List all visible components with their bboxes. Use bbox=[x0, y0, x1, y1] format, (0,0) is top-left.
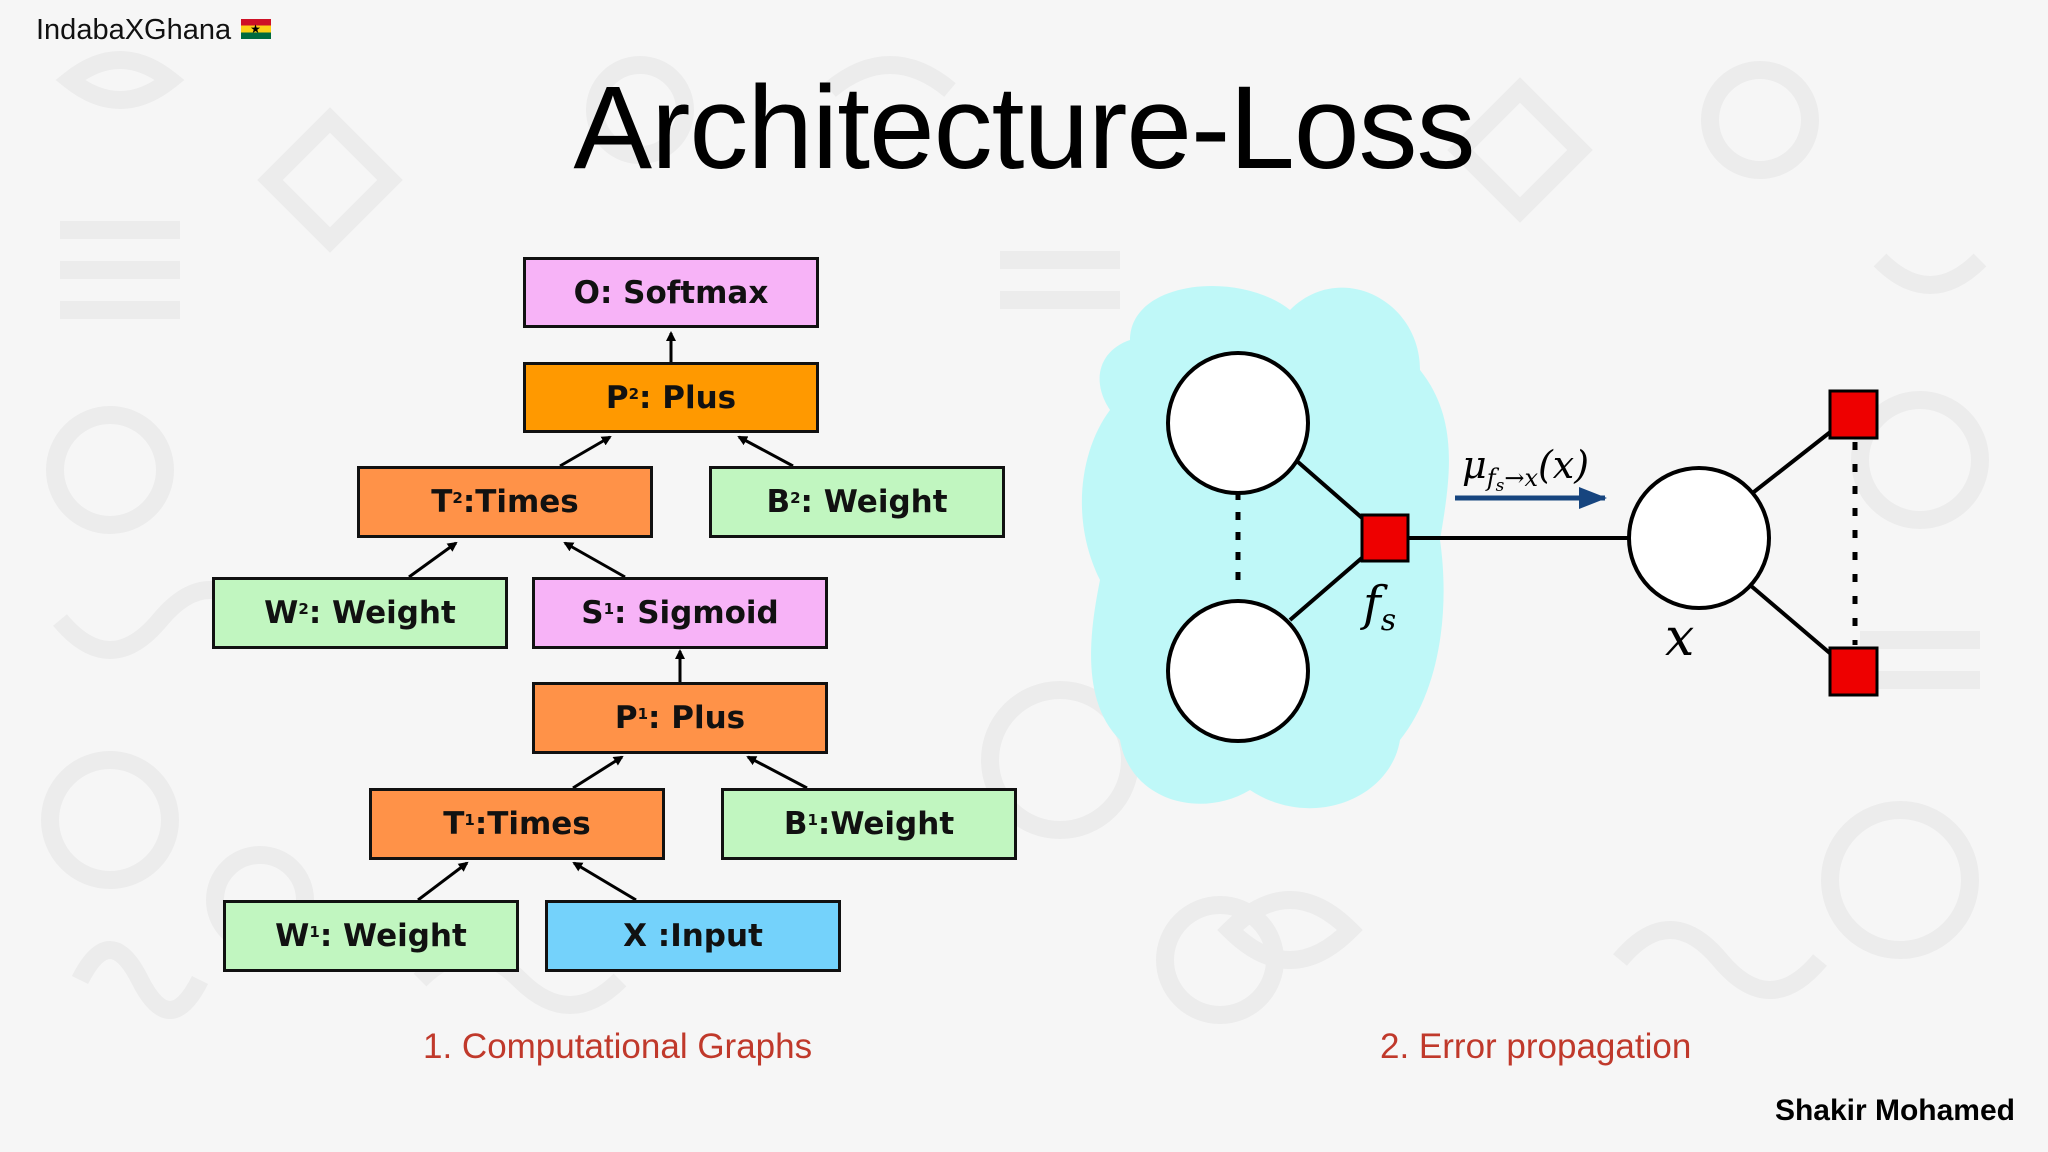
edge-b2-p2 bbox=[737, 435, 794, 468]
node-prefix: W bbox=[264, 595, 299, 631]
node-label: : Plus bbox=[648, 700, 746, 736]
edge-w2-t2 bbox=[408, 541, 458, 579]
factor-node-fs bbox=[1360, 513, 1410, 563]
message-label: μfs→x(x) bbox=[1462, 443, 1589, 496]
node-label: : Weight bbox=[308, 595, 456, 631]
node-label: X :Input bbox=[623, 918, 763, 954]
node-superscript: 2 bbox=[790, 489, 801, 507]
node-label: : Plus bbox=[639, 379, 737, 416]
node-label: O: Softmax bbox=[573, 274, 769, 311]
node-prefix: B bbox=[766, 484, 791, 520]
node-superscript: 1 bbox=[807, 811, 818, 829]
node-label: :Weight bbox=[817, 806, 955, 842]
node-prefix: W bbox=[275, 918, 310, 954]
event-watermark: IndabaXGhana bbox=[36, 14, 272, 47]
node-label: :Times bbox=[474, 806, 591, 842]
edge-w1-t1 bbox=[417, 861, 469, 902]
watermark-text: IndabaXGhana bbox=[36, 14, 232, 46]
node-softmax: O: Softmax bbox=[523, 257, 819, 328]
node-prefix: P bbox=[605, 379, 629, 416]
node-prefix: P bbox=[614, 700, 638, 736]
node-input-x: X :Input bbox=[545, 900, 841, 972]
edge-t1-p1 bbox=[572, 755, 624, 790]
node-superscript: 1 bbox=[309, 923, 320, 941]
variable-label-x: x bbox=[1665, 608, 1694, 668]
variable-node-top bbox=[1166, 351, 1310, 495]
edge-x-t1 bbox=[572, 861, 637, 902]
node-label: : Weight bbox=[319, 918, 467, 954]
node-prefix: T bbox=[443, 806, 465, 842]
node-superscript: 2 bbox=[452, 489, 463, 507]
author-name: Shakir Mohamed bbox=[1774, 1094, 2015, 1127]
ghana-flag-icon bbox=[241, 18, 272, 39]
node-superscript: 1 bbox=[603, 600, 614, 618]
variable-node-bottom bbox=[1166, 599, 1310, 743]
node-label: : Sigmoid bbox=[614, 595, 779, 631]
node-superscript: 1 bbox=[464, 811, 475, 829]
factor-node-bottom-right bbox=[1828, 646, 1879, 697]
node-prefix: B bbox=[783, 806, 808, 842]
node-label: :Times bbox=[462, 484, 579, 520]
factor-node-top-right bbox=[1828, 389, 1879, 440]
node-superscript: 2 bbox=[298, 600, 309, 618]
node-superscript: 2 bbox=[628, 384, 640, 403]
node-prefix: S bbox=[581, 595, 604, 631]
edge-s1-t2 bbox=[563, 541, 626, 579]
edge-b1-p1 bbox=[746, 755, 808, 790]
node-label: : Weight bbox=[800, 484, 948, 520]
edge-t2-p2 bbox=[559, 435, 612, 468]
node-prefix: T bbox=[431, 484, 453, 520]
caption-error-propagation: 2. Error propagation bbox=[1380, 1027, 1692, 1066]
variable-node-x bbox=[1627, 466, 1771, 610]
caption-computational-graphs: 1. Computational Graphs bbox=[423, 1027, 813, 1066]
node-superscript: 1 bbox=[637, 705, 649, 723]
slide-title: Architecture-Loss bbox=[573, 62, 1475, 194]
